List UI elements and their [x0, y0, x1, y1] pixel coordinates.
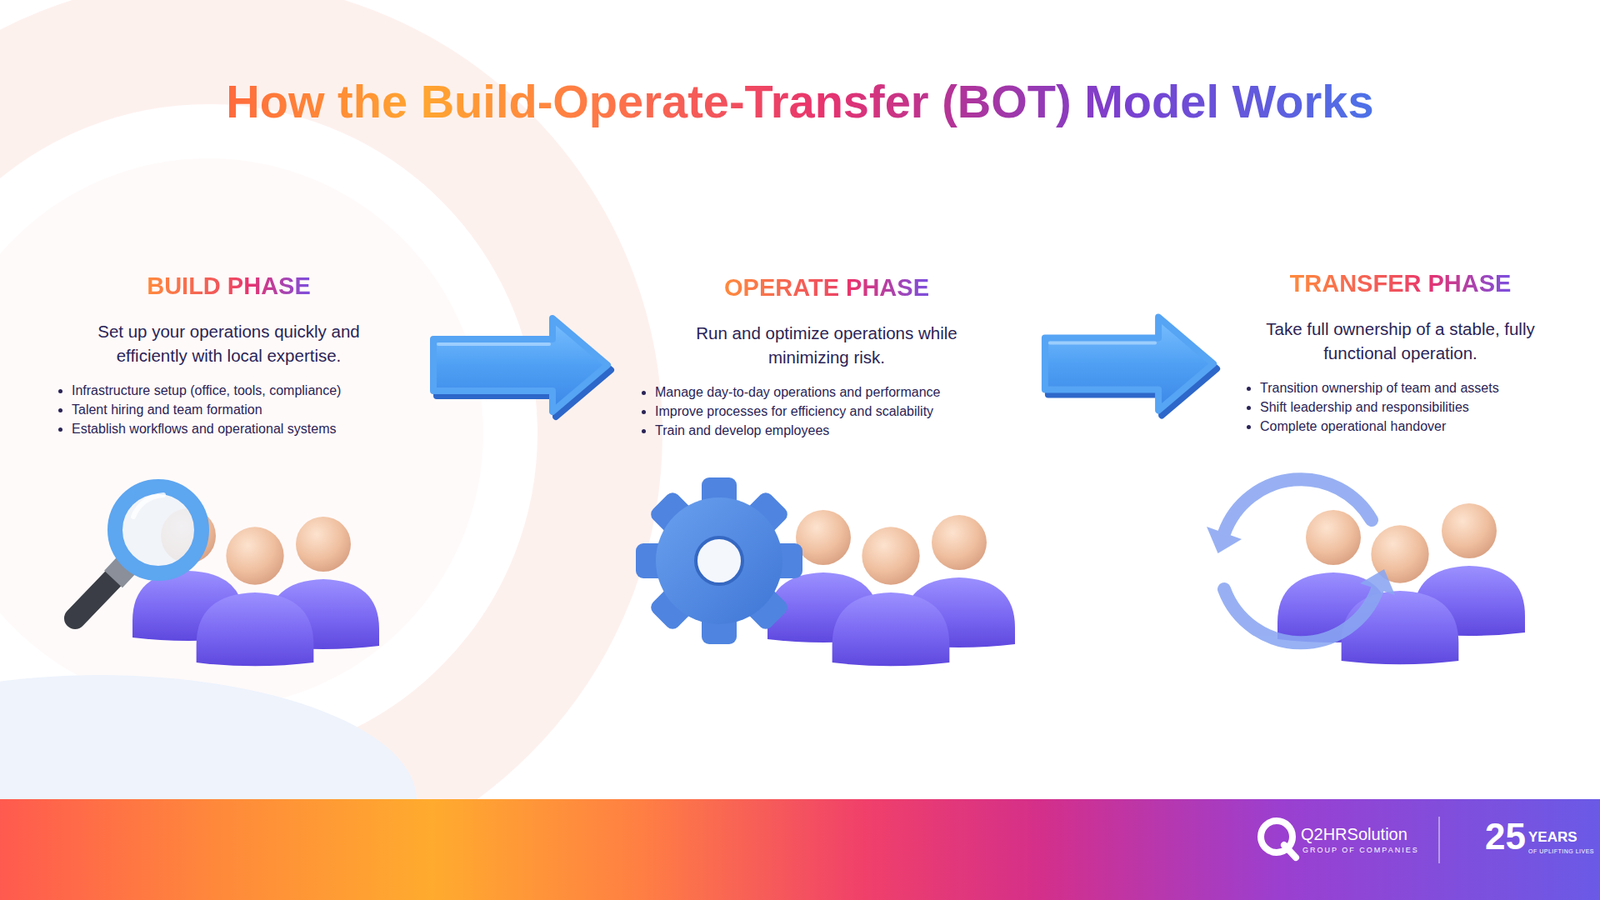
phase-node: TRANSFER PHASE Take full ownership of a s…	[1240, 268, 1561, 436]
phase-heading: BUILD PHASE	[51, 270, 406, 301]
phase-title: OPERATE PHASE	[724, 272, 930, 303]
person-figure	[196, 526, 315, 666]
bullet-item: Improve processes for efficiency and sca…	[655, 401, 1019, 421]
bullet-item: Talent hiring and team formation	[71, 400, 406, 420]
bullet-list: Manage day-to-day operations and perform…	[635, 382, 1019, 440]
bullet-item: Establish workflows and operational syst…	[71, 419, 406, 439]
phase-heading: OPERATE PHASE	[635, 272, 1019, 303]
arrow-highlight	[1050, 341, 1155, 345]
arrow-face	[433, 318, 608, 412]
phase-description: Run and optimize operations while minimi…	[668, 320, 985, 370]
cycle-arc	[1224, 589, 1378, 643]
footer-divider	[1438, 816, 1440, 864]
brand-tagline: YEARS	[1528, 830, 1578, 845]
title-text: How the Build-Operate-Transfer (BOT) Mod…	[225, 73, 1374, 130]
bullet-item: Infrastructure setup (office, tools, com…	[71, 380, 406, 400]
gear-body	[655, 497, 783, 625]
cycle-arrowhead	[1360, 569, 1395, 595]
phase-description: Set up your operations quickly and effic…	[70, 319, 388, 368]
arrow-highlight	[438, 342, 550, 346]
person-figure	[832, 526, 950, 666]
diagram-title: How the Build-Operate-Transfer (BOT) Mod…	[0, 73, 1600, 130]
arrow-face	[1045, 317, 1214, 411]
brand-tagline: GROUP OF COMPANIES	[1302, 846, 1420, 855]
glass-highlight	[133, 495, 164, 517]
bullet-list: Infrastructure setup (office, tools, com…	[51, 380, 406, 439]
phase-title: TRANSFER PHASE	[1290, 268, 1512, 299]
bullet-item: Shift leadership and responsibilities	[1260, 397, 1561, 417]
background-disk	[0, 158, 484, 709]
cycle-arrows-icon	[1206, 479, 1395, 643]
phase-title: BUILD PHASE	[146, 270, 311, 301]
bullet-list: Transition ownership of team and assetsS…	[1240, 378, 1561, 436]
phase-description: Take full ownership of a stable, fully f…	[1240, 316, 1561, 365]
gear-hole	[695, 537, 743, 585]
gear-icon	[635, 477, 803, 645]
bullet-item: Complete operational handover	[1260, 416, 1561, 436]
magnifier-icon	[75, 486, 202, 619]
bullet-item: Train and develop employees	[655, 420, 1019, 440]
phase-heading: TRANSFER PHASE	[1240, 268, 1561, 299]
cycle-arrowhead	[1206, 526, 1242, 554]
logo-tail	[1284, 845, 1296, 858]
brand-tagline: OF UPLIFTING LIVES	[1528, 848, 1595, 855]
phase-node: OPERATE PHASE Run and optimize operations…	[635, 272, 1019, 440]
magnifier-handle	[75, 575, 117, 619]
phase-node: BUILD PHASE Set up your operations quickl…	[51, 270, 406, 439]
team-illustration	[767, 510, 1015, 666]
flow-arrow	[1045, 317, 1217, 416]
flow-arrow	[433, 318, 611, 417]
bullet-item: Transition ownership of team and assets	[1260, 378, 1561, 398]
brand-name: Q2HRSolution	[1300, 825, 1408, 843]
company-logo	[1260, 820, 1296, 858]
anniversary-number: 25	[1485, 818, 1526, 855]
person-figure	[1341, 525, 1460, 665]
cycle-arc	[1224, 479, 1372, 534]
bullet-item: Manage day-to-day operations and perform…	[655, 382, 1019, 402]
magnifier-glass	[115, 486, 202, 574]
